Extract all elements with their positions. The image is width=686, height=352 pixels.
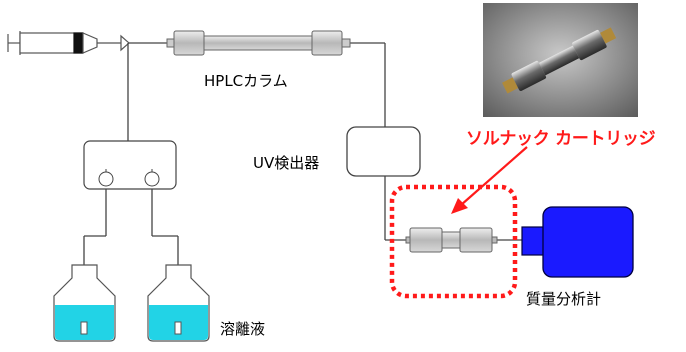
uv-detector-box	[346, 126, 421, 177]
highlight-arrow	[451, 146, 528, 214]
mass-spectrometer	[521, 206, 634, 278]
solnac-cartridge	[405, 227, 498, 253]
eluent-bottle-right	[147, 264, 210, 342]
cartridge-photo-icon	[483, 3, 638, 117]
cartridge-highlight-frame	[389, 184, 518, 299]
uv-detector-label: UV検出器	[253, 154, 320, 172]
cartridge-label: ソルナック カートリッジ	[466, 129, 656, 149]
mass-spec-label: 質量分析計	[526, 290, 602, 308]
hplc-column-label: HPLCカラム	[204, 72, 288, 90]
eluent-label: 溶離液	[220, 320, 266, 338]
eluent-bottle-left	[53, 264, 116, 342]
mixing-valve	[83, 140, 177, 190]
hplc-column	[166, 30, 351, 56]
syringe-icon	[7, 31, 130, 55]
